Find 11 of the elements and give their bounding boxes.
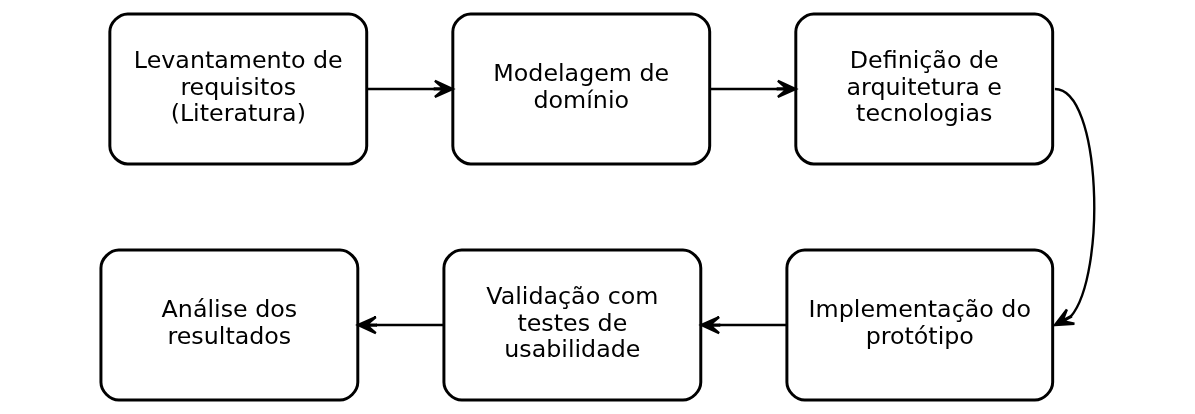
arrow [1053,87,1095,327]
node-box: Definição de arquitetura e tecnologias [793,12,1054,166]
arrow [699,315,787,335]
node-box: Implementação do protótipo [784,248,1054,402]
node-box: Análise dos resultados [98,248,359,402]
arrow [366,79,454,99]
node-box: Levantamento de requisitos (Literatura) [107,12,368,166]
node-box: Validação com testes de usabilidade [441,248,702,402]
node-box: Modelagem de domínio [450,12,711,166]
arrow [356,315,444,335]
arrow [709,79,797,99]
